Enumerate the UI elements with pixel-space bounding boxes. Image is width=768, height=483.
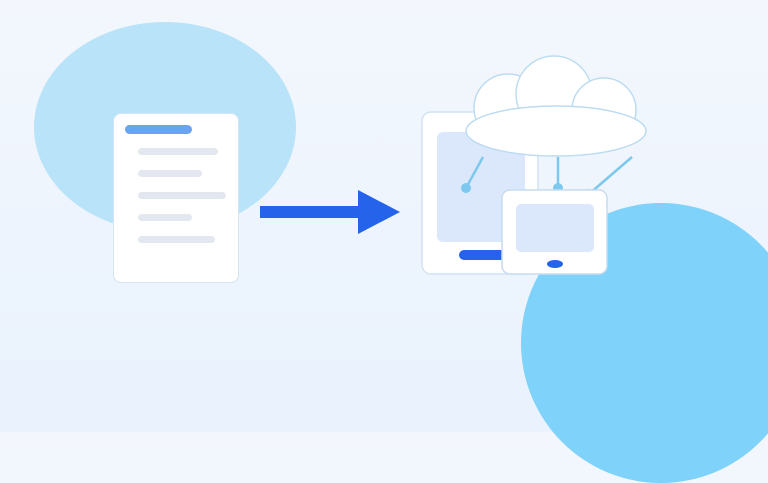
illustration-scene — [34, 22, 768, 483]
document-text-line — [138, 170, 202, 177]
cloud-icon — [465, 55, 647, 157]
document-text-line — [138, 148, 218, 155]
tablet-icon — [501, 189, 608, 275]
document-text-line — [138, 236, 215, 243]
arrow-right-icon — [260, 190, 400, 234]
document-text-line — [138, 192, 226, 199]
document-text-line — [138, 214, 192, 221]
document-title-bar — [125, 125, 192, 134]
document-icon — [113, 113, 239, 283]
connected-devices-group — [421, 55, 647, 275]
